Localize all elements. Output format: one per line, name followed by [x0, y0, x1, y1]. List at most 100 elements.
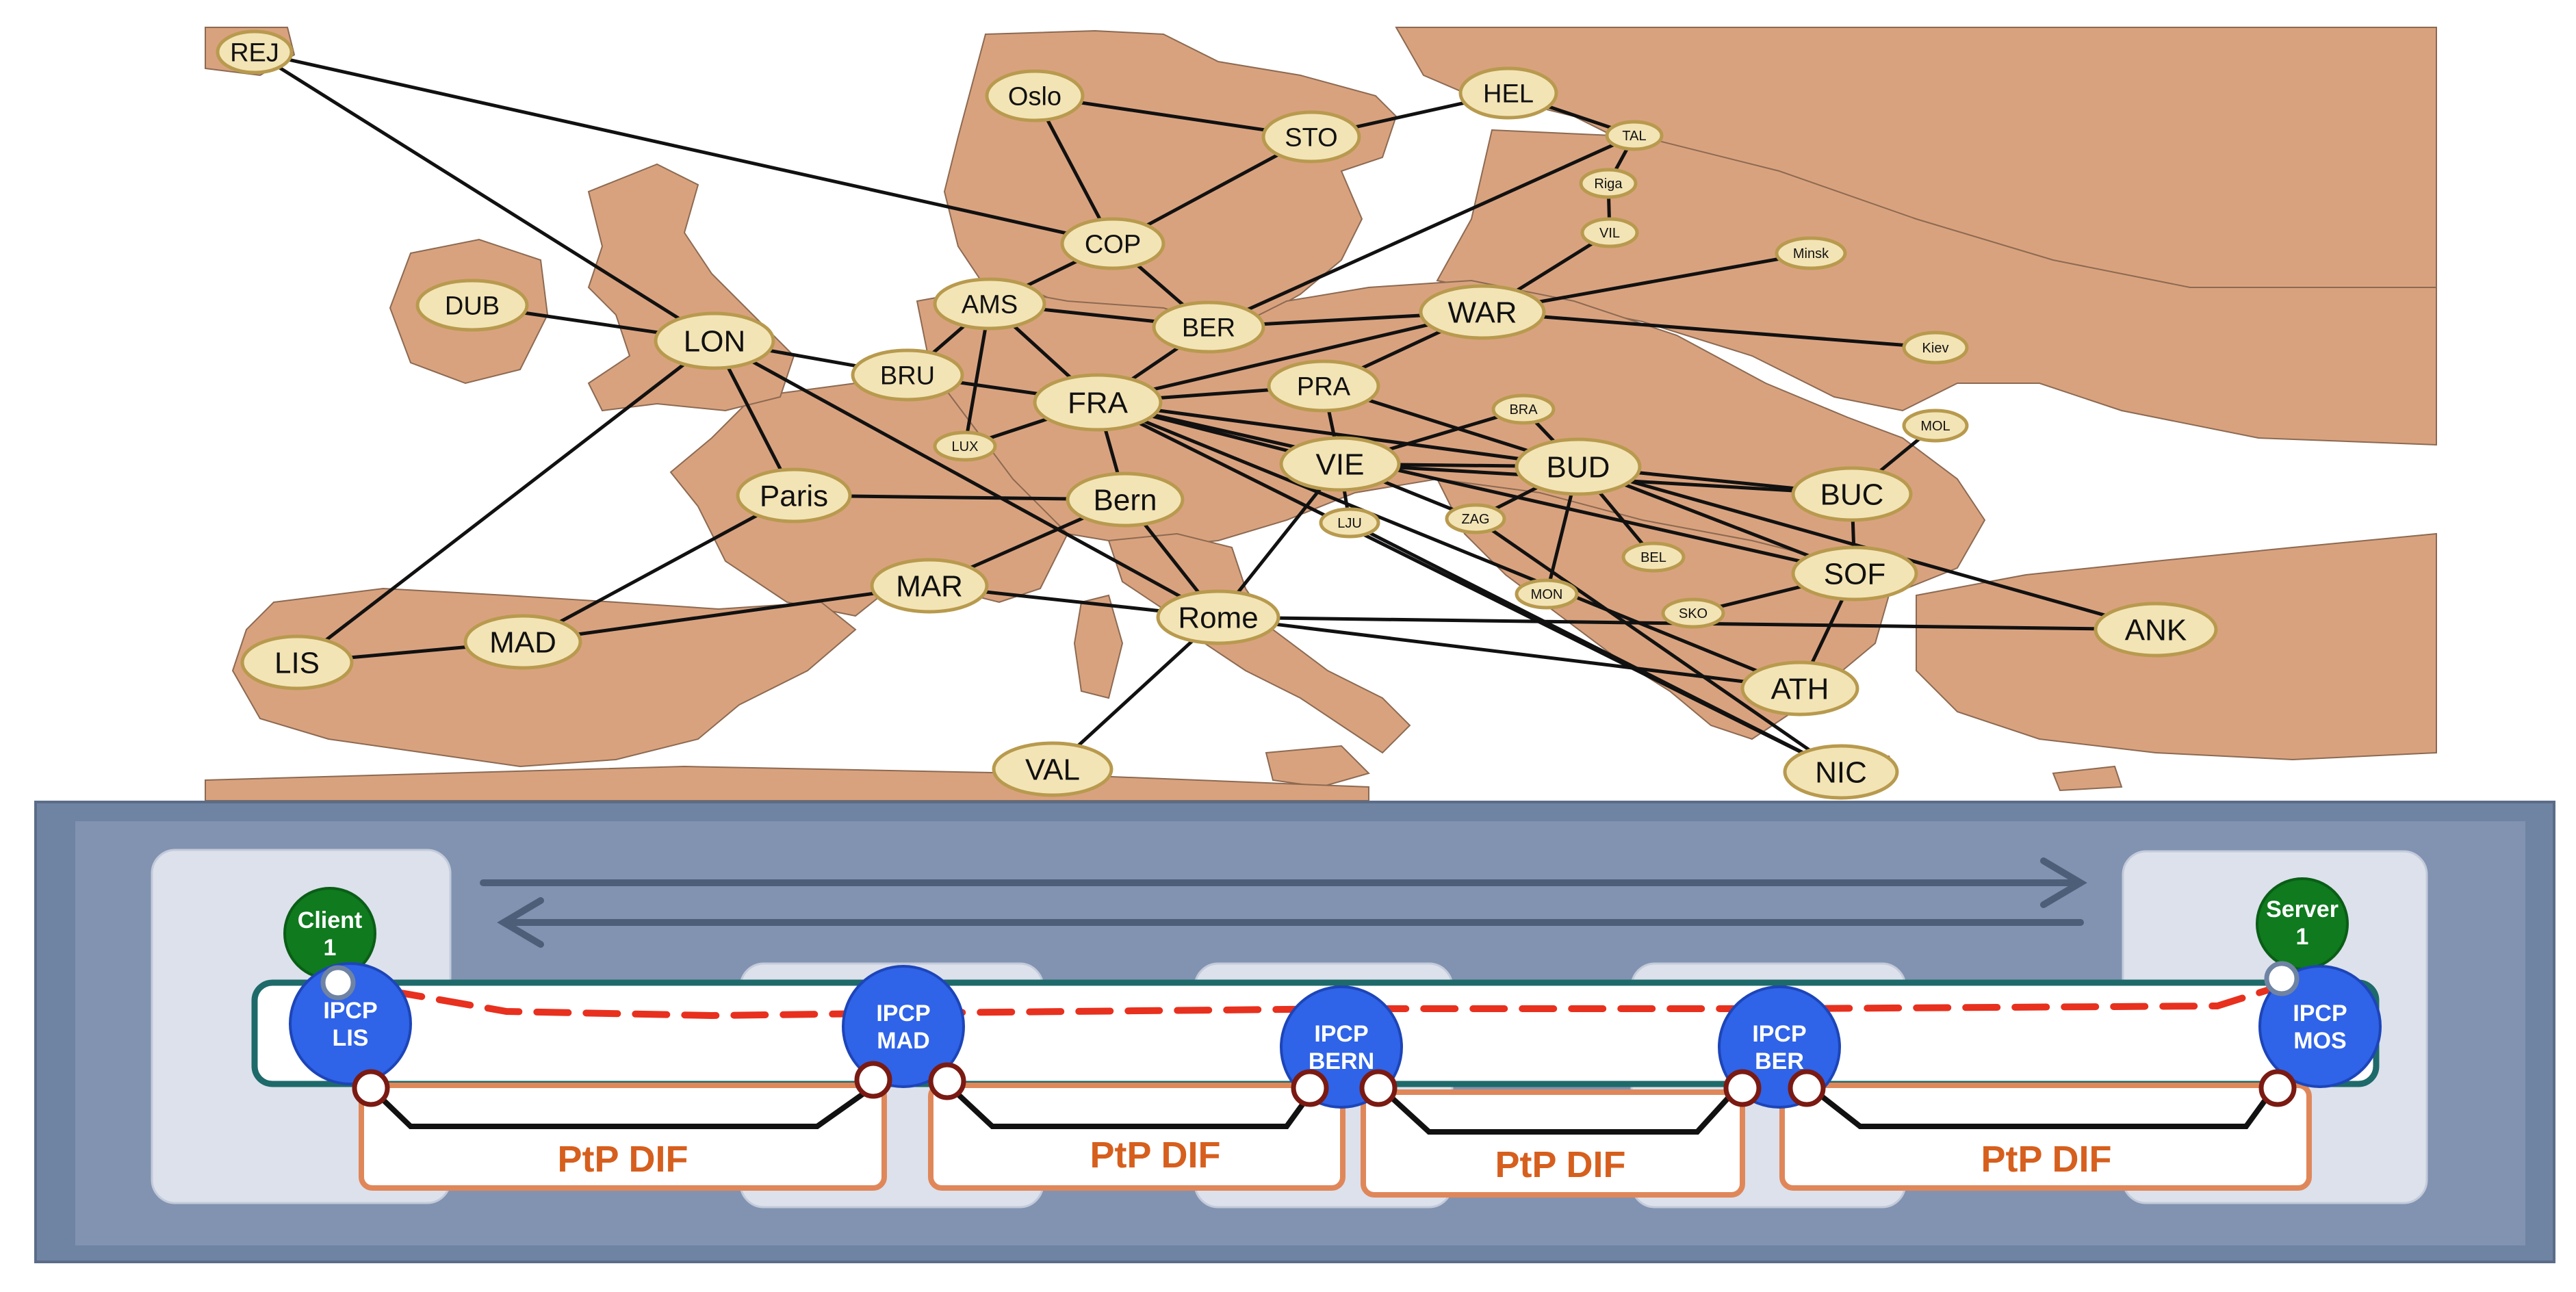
node-oslo: Oslo	[985, 69, 1085, 122]
node-val: VAL	[992, 741, 1113, 797]
node-mon: MON	[1515, 578, 1579, 610]
link-fra-sof	[1097, 400, 1855, 576]
node-label: NIC	[1815, 755, 1867, 789]
node-lux: LUX	[933, 430, 997, 462]
node-ber: BER	[1152, 300, 1265, 354]
node-label: BEL	[1640, 550, 1666, 565]
node-bern: Bern	[1066, 471, 1185, 528]
ptp-dif-2	[928, 1083, 1345, 1191]
node-ellipse	[1515, 578, 1579, 610]
port-bern-bottom-right	[1359, 1069, 1398, 1107]
node-ellipse	[1261, 110, 1361, 164]
ptp-dif-1	[359, 1083, 887, 1191]
link-paris-mad	[521, 493, 795, 644]
node-ellipse	[216, 29, 294, 75]
ptp-link-1	[369, 1084, 875, 1129]
node-ellipse	[1775, 236, 1847, 270]
link-tal-ber	[1207, 133, 1636, 329]
node-label: MAD	[489, 625, 556, 659]
link-war-fra	[1097, 310, 1483, 404]
node-mar: MAR	[870, 558, 989, 614]
node-ellipse	[1060, 217, 1165, 270]
ptp-dif-4-label: PtP DIF	[1981, 1139, 2111, 1180]
node-label: Kiev	[1922, 341, 1949, 356]
node-ellipse	[1156, 589, 1280, 645]
node-ellipse	[1783, 744, 1899, 800]
node-riga: Riga	[1579, 168, 1638, 199]
node-label: FRA	[1068, 386, 1129, 419]
node-label: MAR	[896, 569, 963, 603]
ptp-dif-4	[1779, 1083, 2312, 1191]
node-tal: TAL	[1605, 120, 1664, 151]
node-ellipse	[1445, 503, 1506, 534]
ipcp-circle	[842, 965, 965, 1088]
node-label: LON	[684, 324, 745, 358]
node-ellipse	[463, 614, 582, 670]
node-minsk: Minsk	[1775, 236, 1847, 270]
link-rome-val	[1051, 616, 1220, 771]
node-paris: Paris	[736, 467, 852, 524]
node-label: Paris	[760, 479, 828, 513]
node-label: Bern	[1094, 483, 1157, 517]
ptp-links	[369, 1084, 2278, 1135]
node-ank: ANK	[2094, 602, 2218, 658]
node-lon: LON	[654, 311, 775, 370]
link-lon-rome	[713, 339, 1220, 619]
node-ellipse	[933, 277, 1046, 331]
node-ellipse	[1580, 217, 1639, 248]
arrow-left-head	[497, 897, 544, 948]
node-mol: MOL	[1902, 409, 1969, 443]
port-ber-bottom-left	[1723, 1069, 1762, 1107]
node-ath: ATH	[1740, 660, 1859, 716]
link-fra-bud	[1097, 400, 1579, 469]
node-label: BUC	[1820, 478, 1884, 511]
node-ams: AMS	[933, 277, 1046, 331]
node-bru: BRU	[851, 348, 964, 402]
node-label: BRU	[880, 361, 935, 390]
node-ellipse	[1605, 120, 1664, 151]
land-sicily	[1265, 745, 1370, 788]
link-lju-nic	[1348, 521, 1842, 774]
land-cyprus	[2052, 765, 2123, 792]
ipcp-circle	[2258, 965, 2382, 1088]
node-sto: STO	[1261, 110, 1361, 164]
node-ellipse	[1791, 545, 1918, 602]
node-buc: BUC	[1791, 466, 1913, 522]
node-label: SKO	[1679, 606, 1708, 621]
node-label: SOF	[1824, 557, 1885, 591]
node-ellipse	[654, 311, 775, 370]
node-hel: HEL	[1458, 66, 1558, 120]
arrow-right-head	[2040, 857, 2087, 908]
node-ellipse	[1515, 437, 1642, 496]
node-sof: SOF	[1791, 545, 1918, 602]
port-lis-bottom	[352, 1069, 390, 1107]
node-bud: BUD	[1515, 437, 1642, 496]
node-rome: Rome	[1156, 589, 1280, 645]
port-client-top	[320, 965, 356, 1000]
node-label: MOL	[1920, 419, 1950, 434]
node-label: REJ	[230, 38, 279, 67]
node-fra: FRA	[1033, 373, 1163, 432]
node-label: Minsk	[1793, 246, 1829, 261]
link-lon-lis	[296, 339, 716, 664]
flow-arrows	[480, 857, 2087, 948]
node-mad: MAD	[463, 614, 582, 670]
node-war: WAR	[1419, 284, 1546, 340]
land-sardinia	[1073, 594, 1124, 699]
port-ber-bottom-right	[1788, 1069, 1826, 1107]
node-label: TAL	[1622, 129, 1646, 144]
node-label: VIL	[1599, 226, 1620, 241]
ptp-dif-boxes: PtP DIF PtP DIF PtP DIF PtP DIF	[359, 1083, 2312, 1198]
node-ellipse	[736, 467, 852, 524]
port-mad-bottom-left	[854, 1061, 892, 1099]
node-ellipse	[1579, 168, 1638, 199]
node-label: LIS	[274, 646, 320, 680]
node-label: BRA	[1509, 402, 1538, 417]
port-bern-bottom-left	[1291, 1069, 1329, 1107]
